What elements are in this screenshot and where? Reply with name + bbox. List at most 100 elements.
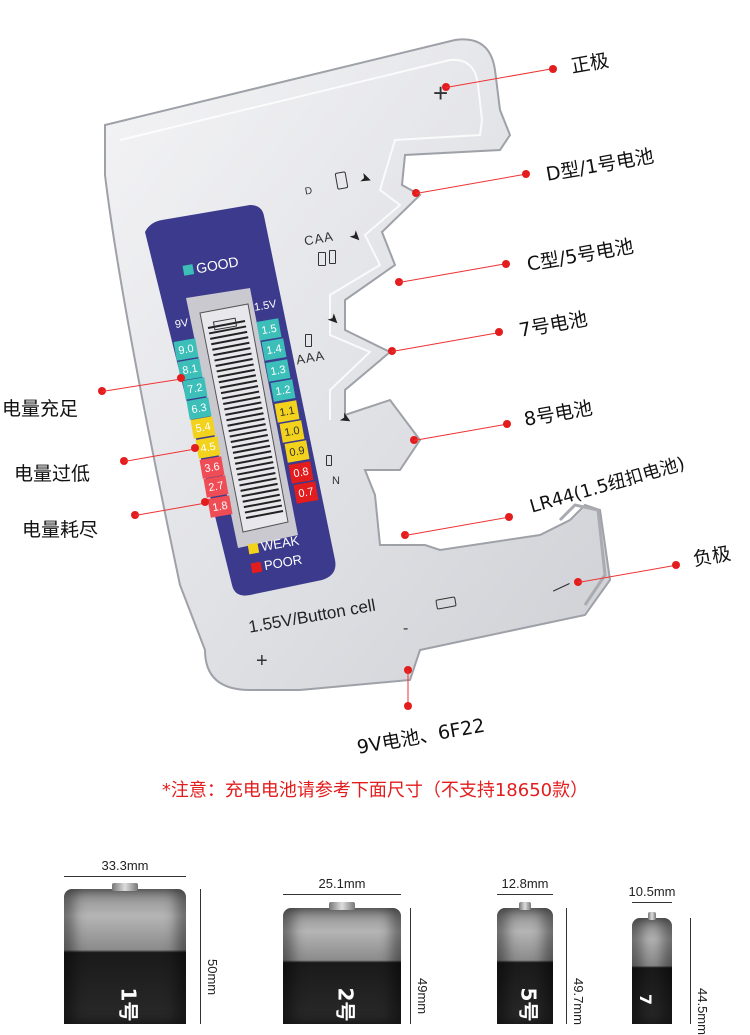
battery-height-label: 49.7mm <box>571 978 586 1025</box>
meter-battery-cap-icon <box>212 317 238 331</box>
battery-type-label: 1号 <box>116 987 141 1022</box>
battery-width-line <box>64 876 186 877</box>
caa-battery-icon <box>318 252 326 266</box>
aaa-end-dot <box>495 328 503 336</box>
aaa-battery-icon <box>305 334 312 347</box>
right-scale-cell: 1.1 <box>274 399 300 423</box>
meter-left-header: 9V <box>174 316 190 332</box>
meter-stripe <box>243 499 282 509</box>
left-scale-cell: 7.2 <box>182 377 208 400</box>
battery-height-label: 44.5mm <box>695 988 710 1035</box>
meter-stripe <box>217 368 255 378</box>
meter-stripe <box>239 477 277 487</box>
meter-stripe <box>215 358 253 367</box>
battery-height-line <box>200 889 201 1024</box>
battery-width-label: 33.3mm <box>101 858 149 873</box>
battery-width-line <box>283 894 401 895</box>
c-end-dot <box>502 260 510 268</box>
meter-stripe <box>225 406 263 416</box>
battery-illustration <box>64 889 186 1024</box>
battery-terminal <box>111 883 139 891</box>
aaaa-end-dot <box>503 420 511 428</box>
meter-stripe <box>236 461 274 471</box>
slot-n-label: N <box>332 475 340 487</box>
right-scale-cell: 1.0 <box>279 420 305 443</box>
meter-stripe <box>228 423 266 433</box>
battery-height-line <box>690 918 691 1024</box>
meter-stripe <box>213 347 251 357</box>
meter-stripe <box>216 363 254 373</box>
meter-stripe <box>245 510 284 519</box>
battery-type-label: 5号 <box>516 987 541 1022</box>
meter-stripe <box>218 374 257 384</box>
left-scale-cell: 1.8 <box>207 495 233 518</box>
battery-width-label: 12.8mm <box>501 876 549 891</box>
right-scale-cell: 0.7 <box>293 481 319 504</box>
charging-notice: *注意：充电电池请参考下面尺寸（不支持18650款） <box>161 780 589 801</box>
minus-bottom: - <box>403 620 409 637</box>
battery-width-line <box>632 902 672 903</box>
meter-stripe <box>212 341 250 351</box>
battery-terminal <box>647 912 657 920</box>
right-scale-cell: 1.3 <box>265 359 291 382</box>
battery-type-label: 7 <box>636 993 656 1006</box>
full-end-dot <box>177 374 185 382</box>
meter-stripe <box>232 444 271 454</box>
meter-stripe <box>231 439 270 449</box>
d-end-dot <box>522 170 530 178</box>
meter-stripe <box>223 396 261 405</box>
meter-stripe <box>242 493 280 503</box>
right-scale-cell: 1.5 <box>256 318 282 341</box>
callout-low: 电量过低 <box>14 463 91 485</box>
battery-width-label: 10.5mm <box>628 884 676 899</box>
meter-stripe <box>237 466 275 476</box>
n-battery-icon <box>326 455 332 466</box>
negative-end-dot <box>672 561 680 569</box>
meter-stripe <box>244 504 283 514</box>
low-end-dot <box>191 444 199 452</box>
battery-height-label: 49mm <box>415 978 430 1015</box>
meter-stripe <box>230 434 268 443</box>
right-scale-cell: 0.8 <box>288 461 314 484</box>
meter-stripe <box>226 412 264 422</box>
9v-end-dot <box>404 702 412 710</box>
meter-stripe <box>234 455 273 465</box>
poor-color-swatch <box>250 561 263 573</box>
meter-stripe <box>209 330 248 340</box>
meter-stripe <box>227 417 265 427</box>
meter-stripe <box>219 379 258 389</box>
left-scale-cell: 9.0 <box>173 338 199 361</box>
battery-terminal <box>518 902 532 910</box>
battery-type-label: 2号 <box>333 987 358 1022</box>
depleted-end-dot <box>201 498 209 506</box>
meter-stripe <box>208 325 247 335</box>
battery-height-line <box>410 908 411 1024</box>
callout-full: 电量充足 <box>2 398 79 420</box>
meter-stripes <box>207 317 284 519</box>
9v-dot <box>404 666 412 674</box>
battery-illustration <box>283 908 401 1024</box>
battery-width-label: 25.1mm <box>318 876 366 891</box>
meter-stripe <box>220 385 259 395</box>
caa-battery-icon-2 <box>329 250 336 264</box>
good-color-swatch <box>182 264 195 276</box>
meter-stripe <box>229 428 267 438</box>
callout-depleted: 电量耗尽 <box>22 519 99 541</box>
battery-illustration <box>632 918 672 1024</box>
positive-end-dot <box>549 65 557 73</box>
battery-height-line <box>566 908 567 1024</box>
meter-stripe <box>238 472 276 481</box>
meter-stripe <box>233 450 272 460</box>
battery-width-line <box>497 894 553 895</box>
meter-stripe <box>214 352 252 362</box>
plus-bottom: + <box>256 650 268 672</box>
right-scale-cell: 1.2 <box>270 379 296 402</box>
meter-stripe <box>224 401 262 411</box>
left-scale-cell: 2.7 <box>203 475 229 498</box>
meter-stripe <box>240 482 278 492</box>
battery-illustration <box>497 908 553 1024</box>
meter-stripe <box>221 390 260 400</box>
battery-terminal <box>329 902 355 910</box>
weak-color-swatch <box>247 542 260 554</box>
